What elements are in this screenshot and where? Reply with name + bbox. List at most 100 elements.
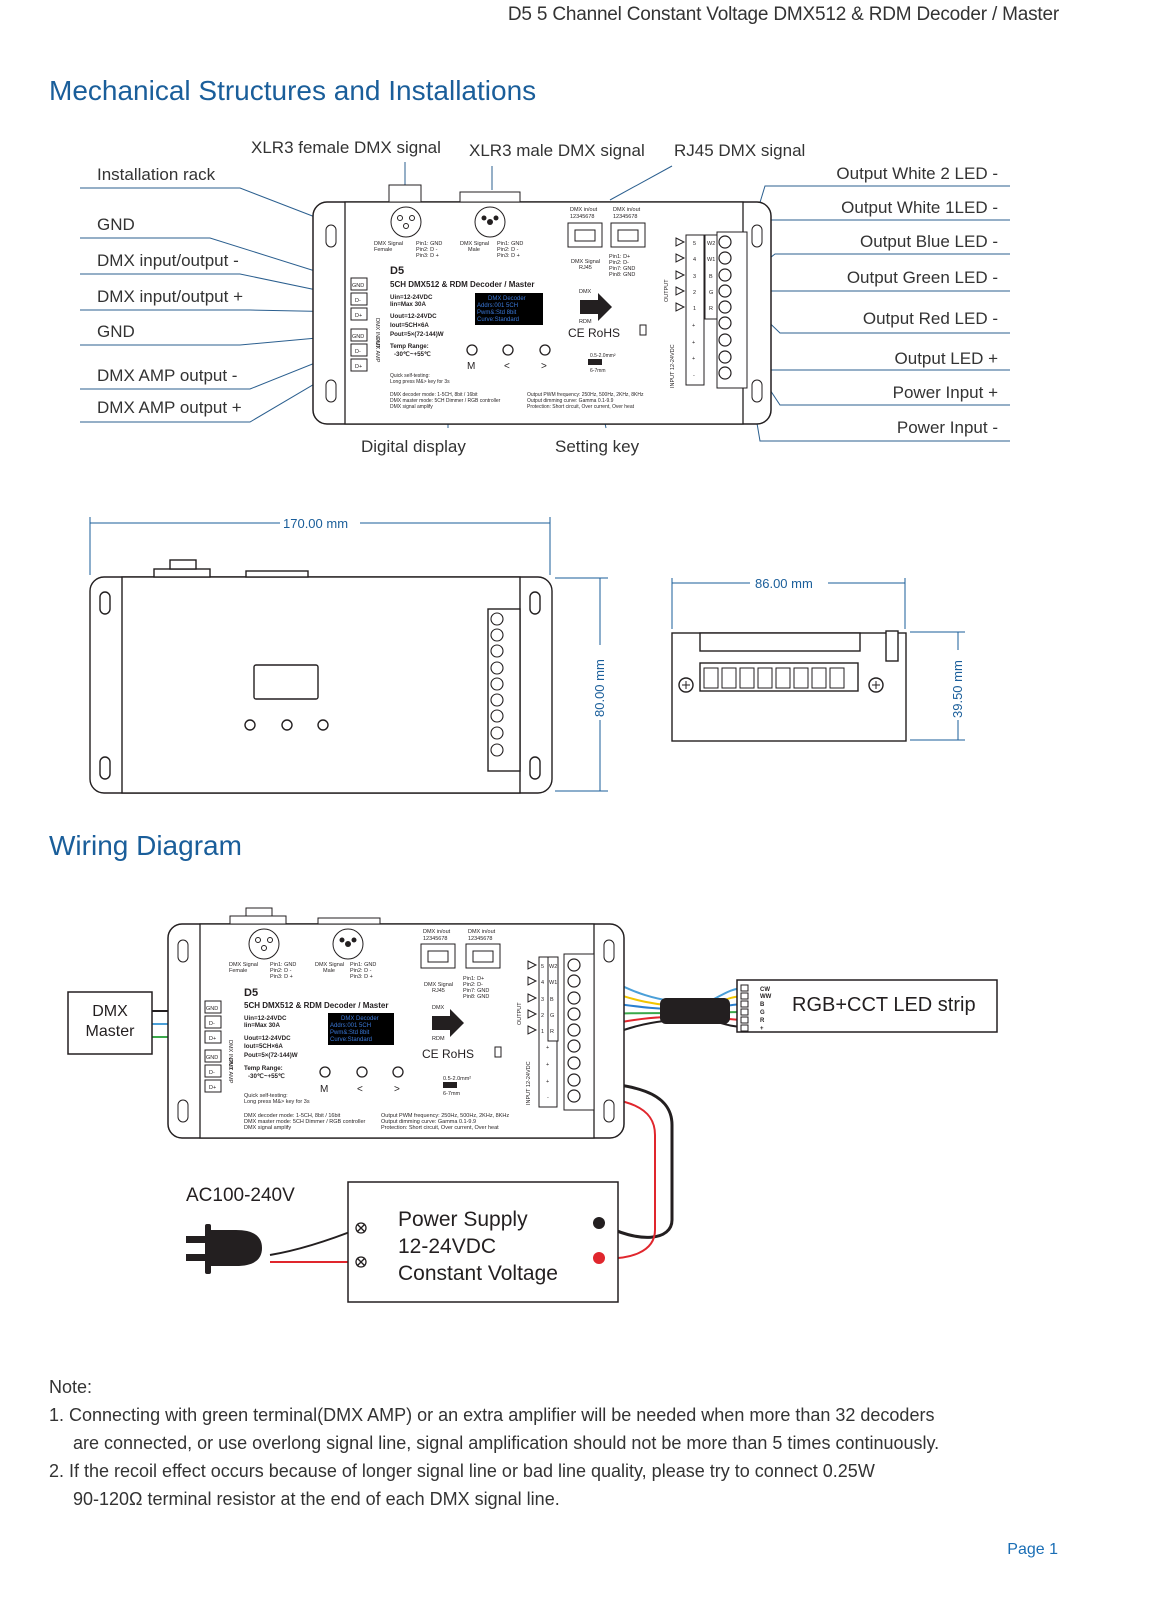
device-name: 5CH DMX512 & RDM Decoder / Master [390, 280, 534, 289]
callout-amp-minus: DMX AMP output - [97, 366, 238, 385]
oled-line-4: Curve:Standard [477, 317, 519, 323]
output-label: OUTPUT [664, 279, 670, 302]
key-m-label: M [467, 361, 475, 372]
dim-height: 80.00 mm [592, 659, 607, 717]
w-xlr-male-text-1: DMX Signal [315, 962, 344, 968]
term-plus-1: + [692, 323, 695, 329]
term-r: R [709, 306, 713, 312]
rj45-pin8: Pin8: GND [609, 272, 635, 278]
w-out-line-1: Output PWM frequency: 250Hz, 500Hz, 2KHz… [381, 1113, 509, 1119]
rj45-pin2: Pin2: D- [609, 260, 629, 266]
strip-length: 6-7mm [590, 368, 606, 374]
oled-line-3: Pwm&:Std 8bit [477, 310, 517, 316]
w-model-label: D5 [244, 987, 258, 999]
w-term-dplus-1: D+ [209, 1036, 216, 1042]
spec-iout: Iout=5CH×6A [390, 322, 429, 329]
w-oled-line-2: Addrs:001 5CH [330, 1023, 371, 1029]
term-num-2: 2 [693, 290, 696, 296]
callout-green: Output Green LED - [846, 268, 998, 287]
w-strip-length: 6-7mm [443, 1091, 461, 1097]
callout-blue: Output Blue LED - [860, 232, 998, 251]
w-dmx-label: DMX [432, 1005, 445, 1011]
callout-w1: Output White 1LED - [841, 198, 998, 217]
callout-red: Output Red LED - [862, 309, 998, 328]
input-label: INPUT 12-24VDC [670, 344, 676, 388]
section-title-mechanical: Mechanical Structures and Installations [49, 75, 537, 106]
w-dmx-input-label: DMX INPUT [227, 1040, 233, 1071]
w-xlr-female-text-1: DMX Signal [229, 962, 258, 968]
out-line-3: Protection: Short circuit, Over current,… [527, 404, 635, 410]
wire-gauge: 0.5-2.0mm² [590, 353, 616, 359]
term-dplus-2: D+ [355, 364, 362, 370]
xlr-male-text-2: Male [468, 247, 480, 253]
strip-pin-ww: WW [760, 994, 772, 1000]
w-term-num-5: 5 [541, 964, 544, 970]
power-supply-box [347, 1181, 619, 1303]
xlr-male-pin3: Pin3: D + [497, 253, 520, 259]
key-right-label: > [541, 361, 547, 372]
strip-pin-plus: + [760, 1026, 764, 1032]
w-term-dminus-2: D- [209, 1070, 215, 1076]
w-term-num-2: 2 [541, 1013, 544, 1019]
w-rj45-pin7: Pin7: GND [463, 988, 489, 994]
xlr-male-pin2: Pin2: D - [497, 247, 519, 253]
w-term-num-4: 4 [541, 980, 544, 986]
w-mode-line-1: DMX decoder mode: 1-5CH, 8bit / 16bit [244, 1113, 341, 1119]
w-input-label: INPUT 12-24VDC [526, 1061, 532, 1105]
w-term-w1: W1 [549, 980, 557, 986]
w-oled-line-1: DMX Decoder [341, 1016, 379, 1022]
xlr-female-text-1: DMX Signal [374, 241, 403, 247]
spec-uout: Uout=12-24VDC [390, 313, 437, 320]
rj45-signal-text-2: RJ45 [579, 265, 592, 271]
callout-gnd-2: GND [97, 322, 135, 341]
callout-w2: Output White 2 LED - [836, 164, 998, 183]
w-wire-gauge: 0.5-2.0mm² [443, 1076, 471, 1082]
w-xlr-male-pin2: Pin2: D - [350, 968, 372, 974]
w-term-plus-1: + [546, 1045, 549, 1051]
mode-line-1: DMX decoder mode: 1-5CH, 8bit / 16bit [390, 392, 478, 398]
w-term-plus-3: + [546, 1079, 549, 1085]
xlr-female-pin3: Pin3: D + [416, 253, 439, 259]
front-view [89, 559, 553, 794]
w-rdm-label: RDM [432, 1036, 445, 1042]
callout-dmx-plus: DMX input/output + [97, 287, 244, 306]
quick-test-1: Quick self-testing: [390, 373, 430, 379]
term-num-5: 5 [693, 241, 696, 247]
oled-line-2: Addrs:001 5CH [477, 303, 518, 309]
w-term-minus: - [547, 1095, 549, 1101]
w-term-plus-2: + [546, 1062, 549, 1068]
model-label: D5 [390, 265, 404, 277]
term-num-1: 1 [693, 306, 696, 312]
ac-plug-icon [186, 1224, 262, 1274]
w-rj45-pin8: Pin8: GND [463, 994, 489, 1000]
page-number: Page 1 [1007, 1541, 1058, 1558]
note-2-line-2: 90-120Ω terminal resistor at the end of … [73, 1489, 560, 1509]
section-title-wiring: Wiring Diagram [49, 830, 242, 861]
spec-iin: Iin=Max 30A [390, 301, 426, 308]
w-xlr-male-pin1: Pin1: GND [350, 962, 376, 968]
wiring-diagram: DMX Signal Female Pin1: GND Pin2: D - Pi… [67, 907, 998, 1303]
term-w1: W1 [707, 257, 715, 263]
term-g: G [709, 290, 713, 296]
w-rj45-pin2: Pin2: D- [463, 982, 483, 988]
w-xlr-female-pin3: Pin3: D + [270, 974, 293, 980]
dmx-master-box [67, 991, 153, 1055]
callout-rj45: RJ45 DMX signal [674, 141, 806, 160]
term-gnd-2: GND [352, 334, 364, 340]
callout-dmx-minus: DMX input/output - [97, 251, 239, 270]
callout-power-minus: Power Input - [896, 418, 998, 437]
xlr-female-text-2: Female [374, 247, 392, 253]
w-xlr-female-pin1: Pin1: GND [270, 962, 296, 968]
key-left-label: < [504, 361, 510, 372]
device-diagram-top: DMX Signal Female Pin1: GND Pin2: D - Pi… [80, 162, 1010, 442]
w-ce-rohs-mark: CE RoHS [422, 1047, 474, 1061]
callout-xlr-female: XLR3 female DMX signal [251, 138, 441, 157]
w-term-num-3: 3 [541, 997, 544, 1003]
w-output-label: OUTPUT [517, 1002, 523, 1025]
mode-line-3: DMX signal amplify [390, 404, 433, 410]
w-out-line-3: Protection: Short circuit, Over current,… [381, 1125, 499, 1131]
spec-pout: Pout=5×(72-144)W [390, 331, 444, 338]
term-dplus-1: D+ [355, 313, 362, 319]
w-term-r: R [550, 1029, 554, 1035]
w-oled-line-4: Curve:Standard [330, 1037, 372, 1043]
